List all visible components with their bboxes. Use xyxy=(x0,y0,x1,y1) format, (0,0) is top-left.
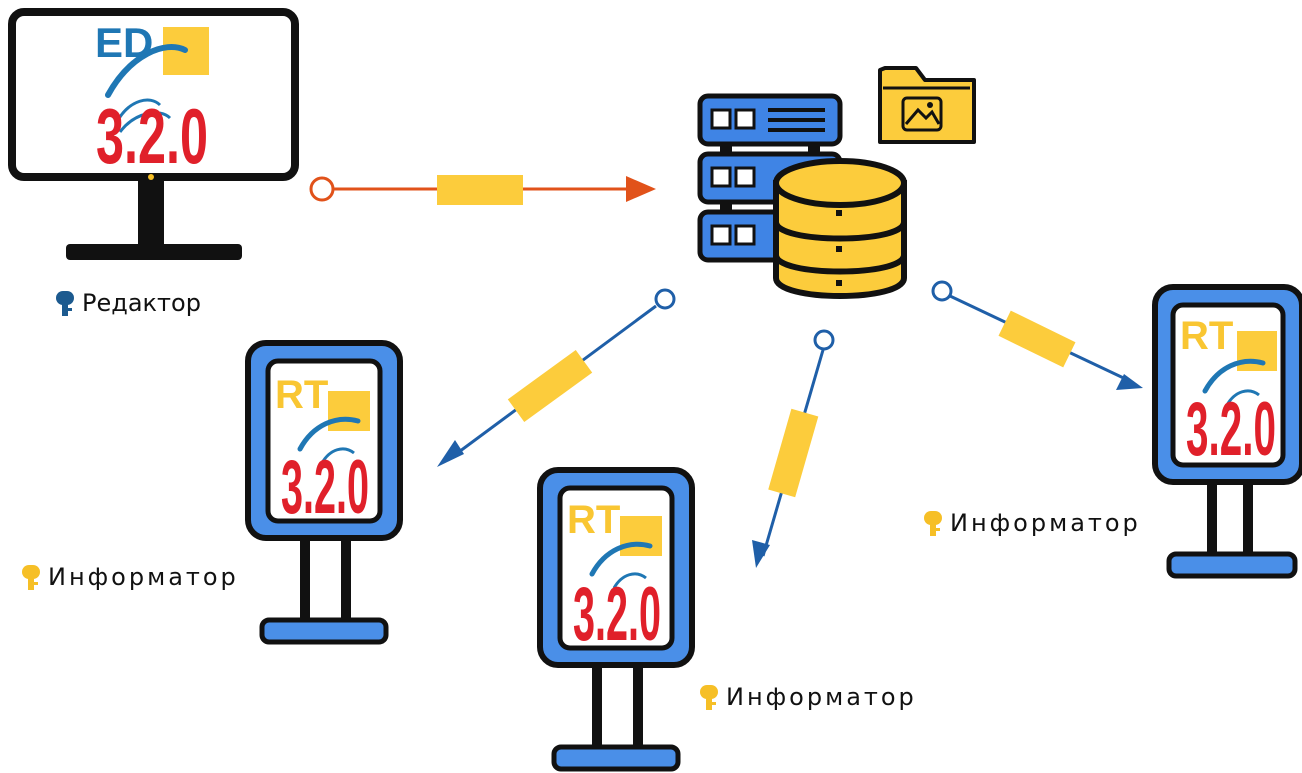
left-informer-label: Информатор xyxy=(20,562,239,592)
middle-kiosk-logo-text: RT xyxy=(567,498,620,542)
key-icon xyxy=(700,685,718,710)
middle-informer-label-text: Информатор xyxy=(726,683,917,711)
key-icon xyxy=(56,291,74,316)
editor-label: Редактор xyxy=(54,288,201,318)
server-to-middle-kiosk-connector xyxy=(752,329,835,568)
image-folder-icon xyxy=(878,66,976,144)
right-kiosk-version-text: 3.2.0 xyxy=(1186,387,1276,472)
middle-kiosk-version-text: 3.2.0 xyxy=(573,572,661,657)
left-informer-label-text: Информатор xyxy=(48,563,239,591)
right-kiosk-logo-text: RT xyxy=(1180,314,1233,358)
editor-version-text: 3.2.0 xyxy=(96,92,208,180)
middle-informer-label: Информатор xyxy=(698,682,917,712)
editor-to-server-connector xyxy=(309,175,656,205)
key-icon xyxy=(924,511,942,536)
right-kiosk-icon: RT 3.2.0 xyxy=(1152,284,1302,579)
right-informer-label: Информатор xyxy=(922,508,1141,538)
middle-kiosk-icon: RT 3.2.0 xyxy=(537,467,695,772)
key-icon xyxy=(22,565,40,590)
left-kiosk-version-text: 3.2.0 xyxy=(281,445,369,530)
editor-logo-text: ED xyxy=(95,19,153,66)
right-informer-label-text: Информатор xyxy=(950,509,1141,537)
editor-label-text: Редактор xyxy=(82,289,201,317)
left-kiosk-logo-text: RT xyxy=(275,373,328,417)
editor-monitor-icon: ED 3.2.0 xyxy=(8,8,299,260)
server-to-right-kiosk-connector xyxy=(931,280,1143,390)
server-to-left-kiosk-connector xyxy=(437,288,676,467)
left-kiosk-icon: RT 3.2.0 xyxy=(245,340,403,645)
database-icon xyxy=(773,158,907,299)
